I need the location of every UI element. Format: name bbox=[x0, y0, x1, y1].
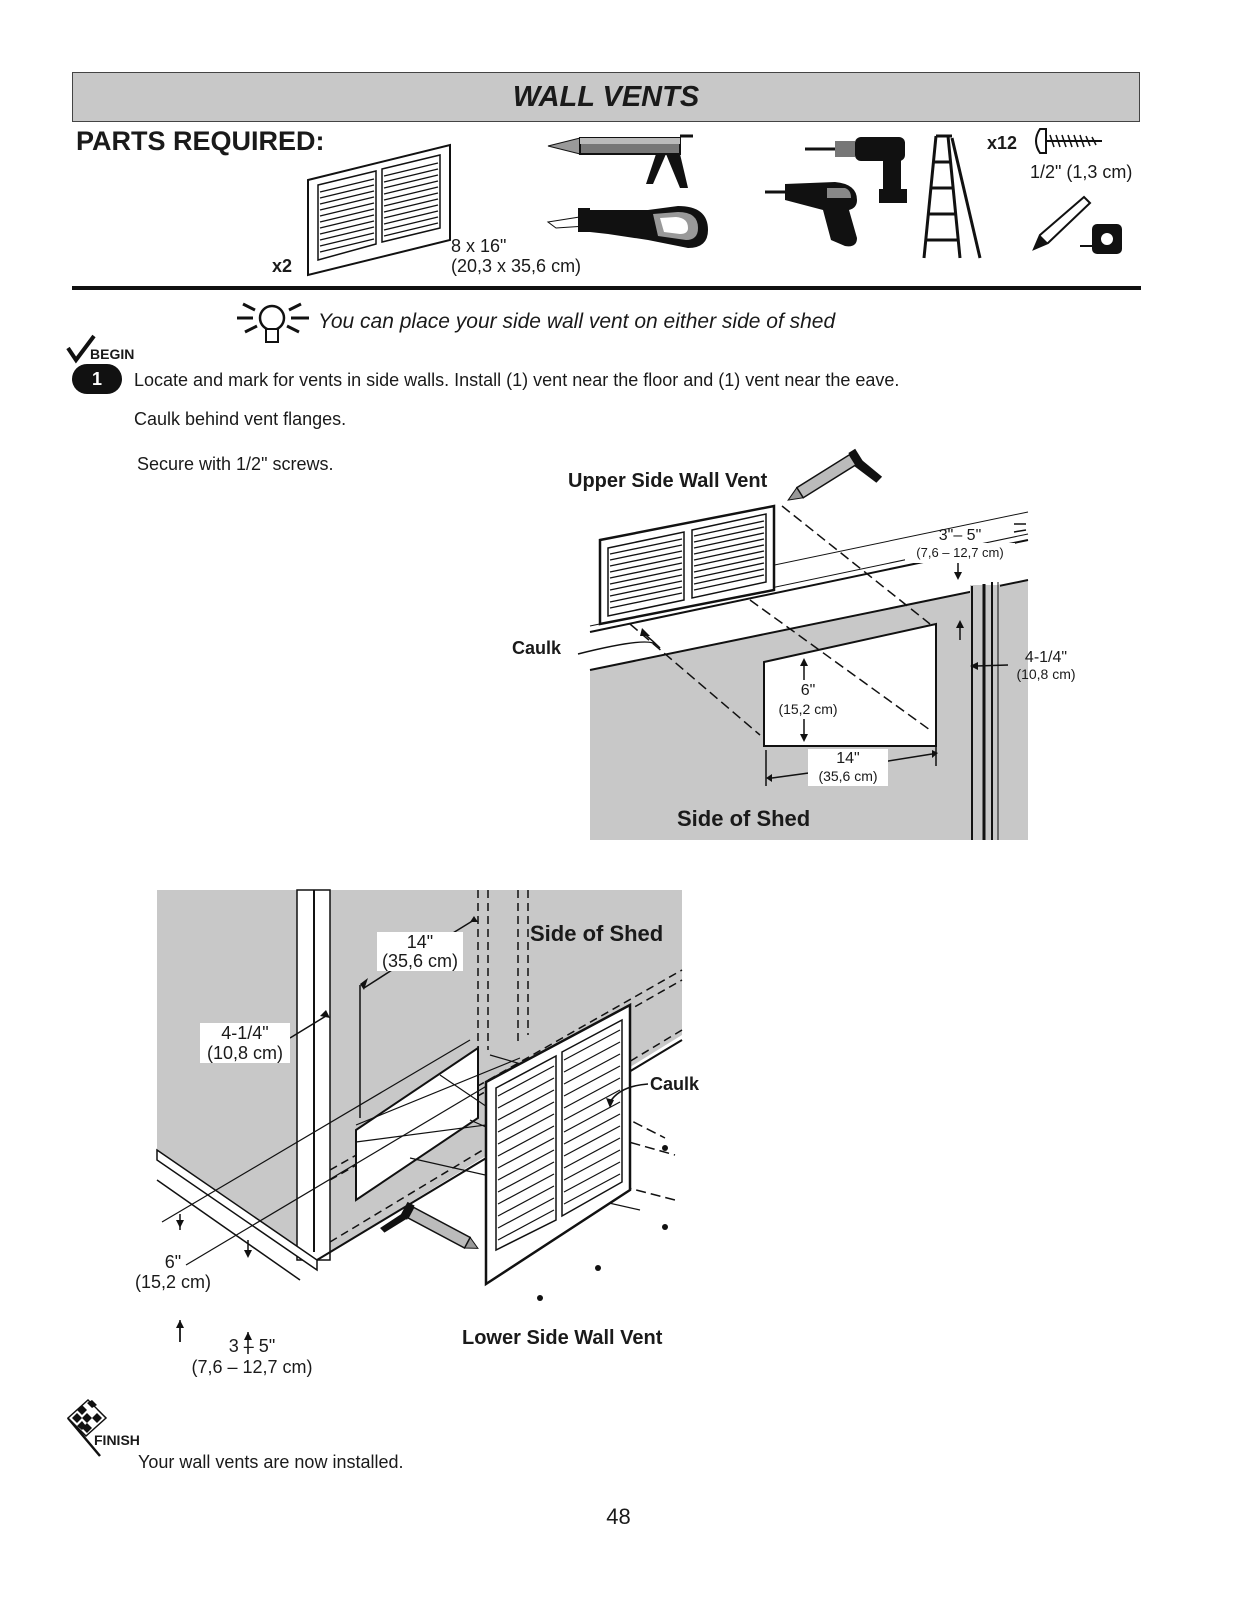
step-line-3: Secure with 1/2" screws. bbox=[137, 454, 334, 474]
page-number: 48 bbox=[606, 1504, 631, 1529]
checkered-flag-icon bbox=[66, 1398, 108, 1457]
checkmark-icon bbox=[66, 334, 96, 364]
lower-caulk-label: Caulk bbox=[650, 1074, 700, 1094]
vent-size-cm: (20,3 x 35,6 cm) bbox=[451, 256, 582, 276]
upper-gap-cm: (7,6 – 12,7 cm) bbox=[905, 543, 1015, 563]
upper-gap-in: 3"– 5" bbox=[938, 527, 982, 544]
begin-label: BEGIN bbox=[90, 346, 135, 362]
screw-qty: x12 bbox=[987, 133, 1018, 153]
page-title: WALL VENTS bbox=[72, 72, 1140, 122]
upper-width-cm: (35,6 cm) bbox=[808, 766, 888, 786]
lower-height-in: 6" bbox=[164, 1252, 182, 1272]
tape-measure-icon bbox=[1080, 224, 1122, 254]
lower-gap-in: 3 – 5" bbox=[228, 1336, 276, 1356]
step-number: 1 bbox=[72, 364, 122, 394]
reciprocating-saw-icon bbox=[546, 206, 708, 248]
pencil-icon bbox=[1032, 195, 1092, 251]
lower-side-in: 4-1/4" bbox=[200, 1023, 290, 1043]
lower-side-cm: (10,8 cm) bbox=[200, 1043, 290, 1063]
lower-gap-cm: (7,6 – 12,7 cm) bbox=[191, 1357, 313, 1377]
lower-wall-label: Side of Shed bbox=[530, 921, 664, 946]
tip-text: You can place your side wall vent on eit… bbox=[318, 310, 836, 333]
upper-vent-title: Upper Side Wall Vent bbox=[568, 470, 768, 492]
upper-caulk-label: Caulk bbox=[512, 638, 562, 658]
screw-size: 1/2" (1,3 cm) bbox=[1030, 162, 1133, 182]
lower-height-cm: (15,2 cm) bbox=[134, 1272, 212, 1292]
parts-heading: PARTS REQUIRED: bbox=[76, 126, 325, 156]
upper-height-cm: (15,2 cm) bbox=[768, 699, 848, 719]
ladder-icon bbox=[922, 134, 982, 259]
drill-icon bbox=[805, 137, 907, 203]
vent-qty: x2 bbox=[272, 256, 293, 276]
header-divider bbox=[72, 286, 1141, 290]
lower-width-cm: (35,6 cm) bbox=[377, 951, 463, 971]
caulk-gun-icon bbox=[547, 134, 693, 188]
vent-size-in: 8 x 16" bbox=[451, 236, 507, 256]
upper-vent-diagram bbox=[577, 448, 1029, 840]
upper-side-cm: (10,8 cm) bbox=[1016, 666, 1076, 682]
step-line-2: Caulk behind vent flanges. bbox=[134, 409, 347, 429]
screw-icon bbox=[1035, 128, 1102, 154]
step-line-1: Locate and mark for vents in side walls.… bbox=[134, 370, 900, 390]
lower-vent-title: Lower Side Wall Vent bbox=[462, 1327, 663, 1349]
lower-vent-diagram bbox=[156, 889, 683, 1354]
upper-wall-label: Side of Shed bbox=[677, 806, 811, 831]
finish-label: FINISH bbox=[94, 1432, 140, 1448]
power-screwdriver-icon bbox=[765, 182, 857, 247]
upper-height-in: 6" bbox=[800, 682, 816, 699]
lower-width-in: 14" bbox=[377, 932, 463, 952]
finish-text: Your wall vents are now installed. bbox=[138, 1452, 404, 1472]
lightbulb-icon bbox=[237, 302, 309, 343]
vent-part-icon bbox=[307, 143, 451, 277]
upper-width-in: 14" bbox=[808, 749, 888, 769]
upper-side-in: 4-1/4" bbox=[1024, 649, 1068, 666]
